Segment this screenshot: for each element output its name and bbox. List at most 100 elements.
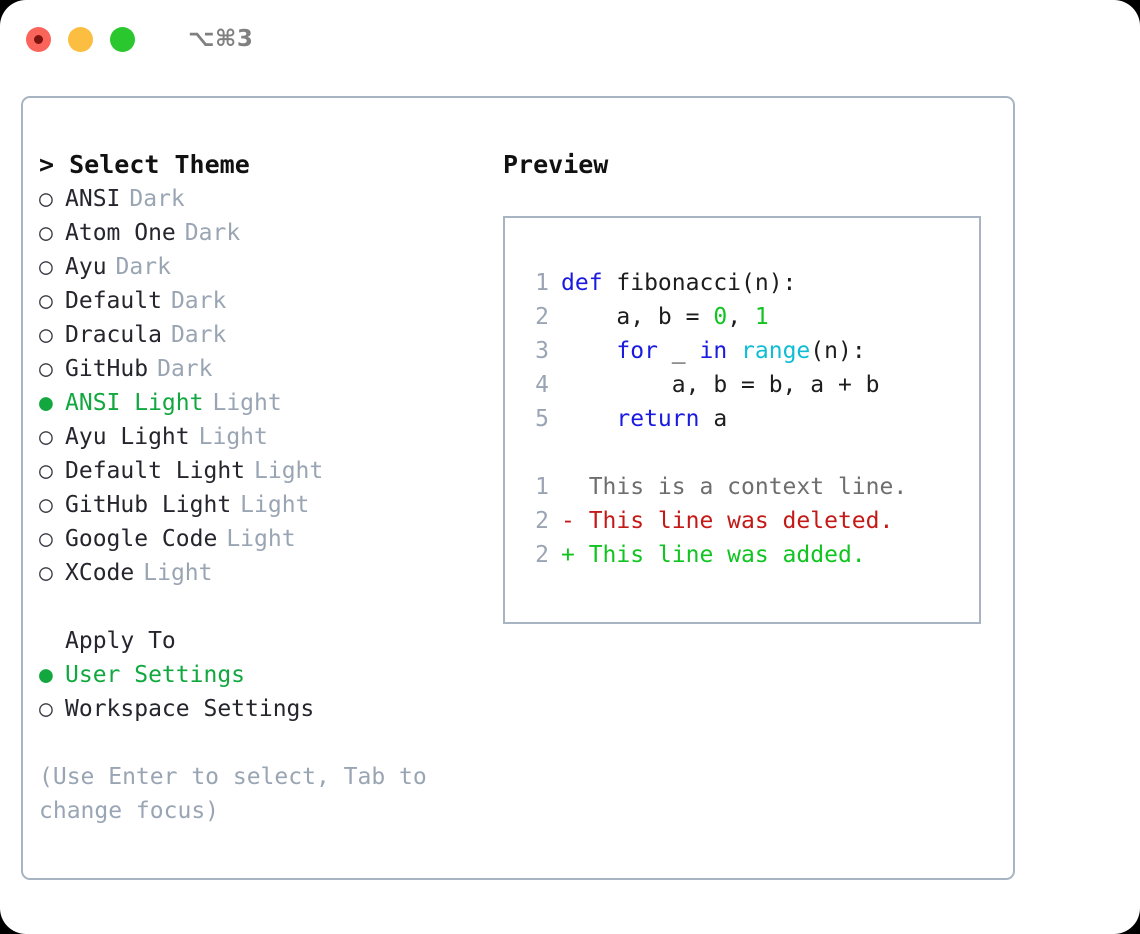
theme-option-8[interactable]: ○ Default Light Light: [39, 454, 493, 488]
zoom-button[interactable]: [110, 26, 135, 52]
theme-option-2[interactable]: ○ Ayu Dark: [39, 250, 493, 284]
radio-unselected-icon: ○: [39, 288, 53, 314]
theme-option-label: ANSI: [65, 186, 121, 212]
theme-option-7[interactable]: ○ Ayu Light Light: [39, 420, 493, 454]
radio-unselected-icon: ○: [39, 526, 53, 552]
theme-option-badge: Light: [212, 390, 282, 416]
select-theme-header: > Select Theme: [39, 148, 493, 182]
apply-to-option-1[interactable]: ○ Workspace Settings: [39, 692, 493, 726]
radio-unselected-icon: ○: [39, 424, 53, 450]
theme-option-label: Ayu Light: [65, 424, 190, 450]
diff-line-text: - This line was deleted.: [561, 508, 894, 534]
radio-unselected-icon: ○: [39, 560, 53, 586]
theme-option-label: Default Light: [65, 458, 246, 484]
code-token: def: [561, 270, 603, 296]
diff-line-text: This is a context line.: [561, 474, 908, 500]
code-token: a: [699, 406, 728, 432]
code-diff-separator: [519, 436, 979, 470]
select-theme-title: Select Theme: [69, 150, 250, 179]
diff-line-text: + This line was added.: [561, 542, 866, 568]
theme-option-10[interactable]: ○ Google Code Light: [39, 522, 493, 556]
theme-option-badge: Dark: [170, 322, 227, 348]
code-token: for: [616, 338, 658, 364]
code-line-3: 4 a, b = b, a + b: [519, 368, 979, 402]
radio-unselected-icon: ○: [39, 458, 53, 484]
theme-option-label: Atom One: [65, 220, 176, 246]
radio-unselected-icon: ○: [39, 322, 53, 348]
theme-option-badge: Dark: [157, 356, 213, 382]
code-token: fibonacci(n):: [602, 270, 797, 296]
radio-selected-icon: ●: [39, 662, 53, 688]
theme-option-badge: Dark: [129, 186, 185, 212]
theme-option-label: GitHub: [65, 356, 149, 382]
theme-option-label: Dracula: [65, 322, 162, 348]
code-token: [561, 402, 616, 436]
code-line-2: 3 for _ in range(n):: [519, 334, 979, 368]
diff-line-0: 1 This is a context line.: [519, 470, 979, 504]
header-caret-icon: >: [39, 150, 55, 179]
apply-to-option-label: Workspace Settings: [65, 696, 315, 722]
theme-option-badge: Light: [198, 424, 268, 450]
code-line-number: 5: [535, 406, 549, 432]
traffic-lights: [26, 26, 135, 52]
radio-unselected-icon: ○: [39, 254, 53, 280]
code-line-4: 5 return a: [519, 402, 979, 436]
keyboard-hint: (Use Enter to select, Tab to change focu…: [39, 764, 427, 824]
theme-option-4[interactable]: ○ Dracula Dark: [39, 318, 493, 352]
theme-option-6[interactable]: ● ANSI Light Light: [39, 386, 493, 420]
code-token: range: [741, 338, 811, 364]
code-token: a, b =: [561, 304, 714, 330]
theme-option-label: Default: [65, 288, 162, 314]
code-token: (n):: [810, 338, 866, 364]
code-line-0: 1 def fibonacci(n):: [519, 266, 979, 300]
radio-unselected-icon: ○: [39, 696, 53, 722]
apply-to-option-label: User Settings: [65, 662, 246, 688]
apply-to-option-0[interactable]: ● User Settings: [39, 658, 493, 692]
diff-line-number: 1: [535, 474, 549, 500]
theme-option-5[interactable]: ○ GitHub Dark: [39, 352, 493, 386]
code-token: [727, 334, 741, 368]
code-token: a, b = b, a + b: [561, 372, 880, 398]
theme-option-11[interactable]: ○ XCode Light: [39, 556, 493, 590]
theme-option-label: ANSI Light: [65, 390, 204, 416]
list-gap: [39, 590, 493, 624]
close-button[interactable]: [26, 26, 51, 52]
code-token: return: [616, 406, 700, 432]
radio-selected-icon: ●: [39, 390, 53, 416]
diff-line-2: 2+ This line was added.: [519, 538, 979, 572]
code-line-number: 3: [535, 338, 549, 364]
theme-option-badge: Dark: [184, 220, 241, 246]
theme-option-label: XCode: [65, 560, 135, 586]
theme-option-badge: Dark: [115, 254, 171, 280]
code-token: 1: [754, 304, 769, 330]
preview-title: Preview: [503, 150, 609, 179]
theme-option-badge: Light: [254, 458, 324, 484]
code-line-number: 4: [535, 372, 549, 398]
theme-option-badge: Light: [143, 560, 213, 586]
apply-to-list: ● User Settings ○ Workspace Settings: [39, 658, 493, 726]
theme-option-label: Ayu: [65, 254, 107, 280]
diff-sample: 1 This is a context line.2- This line wa…: [519, 470, 979, 572]
code-token: ,: [727, 304, 755, 330]
theme-option-1[interactable]: ○ Atom One Dark: [39, 216, 493, 250]
code-line-1: 2 a, b = 0, 1: [519, 300, 979, 334]
theme-option-badge: Light: [240, 492, 310, 518]
code-token: in: [699, 338, 728, 364]
theme-option-badge: Light: [226, 526, 296, 552]
code-line-number: 1: [535, 270, 549, 296]
code-line-number: 2: [535, 304, 549, 330]
theme-option-label: Google Code: [65, 526, 218, 552]
theme-option-label: GitHub Light: [65, 492, 232, 518]
radio-unselected-icon: ○: [39, 220, 53, 246]
code-token: [561, 334, 616, 368]
apply-to-header: Apply To: [65, 628, 176, 654]
minimize-button[interactable]: [68, 26, 93, 52]
radio-unselected-icon: ○: [39, 356, 53, 382]
